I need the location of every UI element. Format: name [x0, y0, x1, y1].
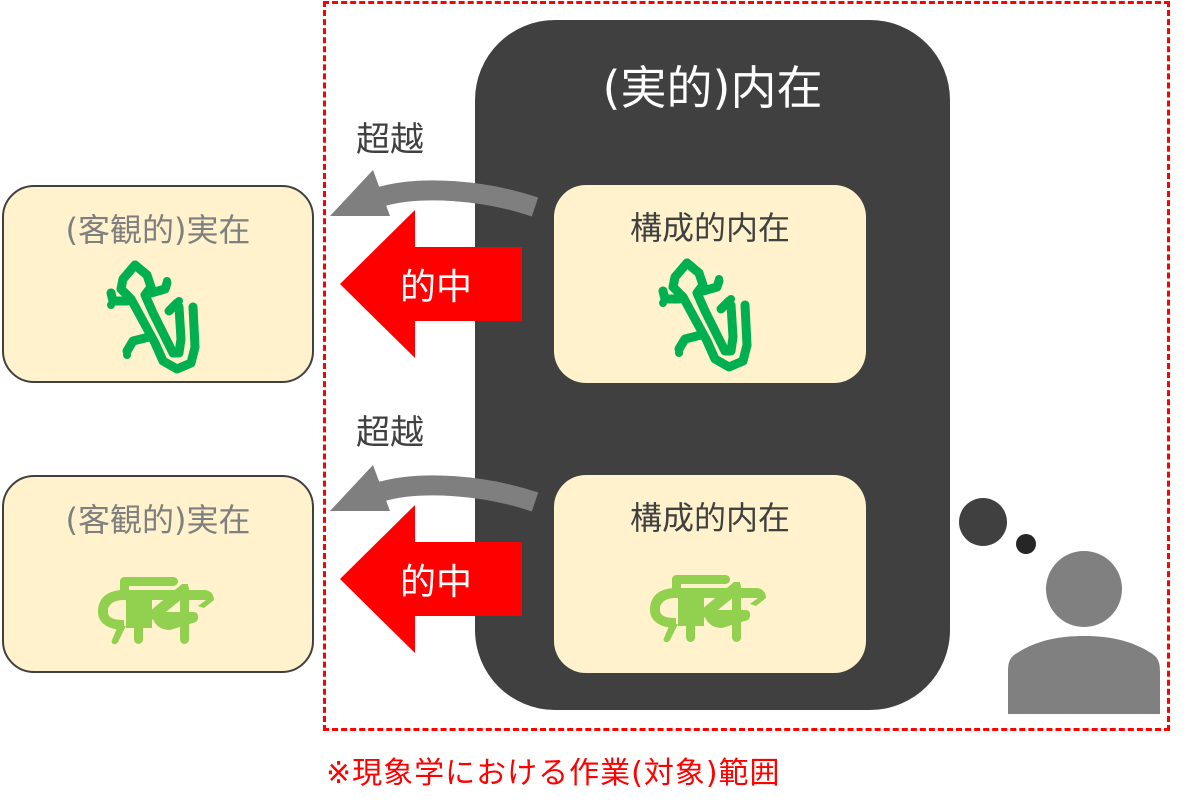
grasshopper-icon [4, 572, 312, 647]
grasshopper-icon [554, 570, 866, 645]
thought-bubble-large [959, 498, 1007, 546]
external-card-title: (客観的)実在 [65, 211, 251, 249]
hit-label: 的中 [400, 562, 473, 603]
transcend-label: 超越 [356, 413, 424, 453]
hit-arrow [340, 505, 522, 653]
lizard-icon [554, 255, 866, 375]
hit-label: 的中 [400, 267, 473, 308]
external-card-title: (客観的)実在 [65, 501, 251, 539]
external-reality-card-lizard: (客観的)実在 [2, 185, 314, 383]
phenomenology-scope-border [323, 1, 1170, 731]
thought-bubble-small [1016, 534, 1036, 554]
immanence-title: (実的)内在 [602, 61, 823, 115]
constitutive-immanence-card-lizard: 構成的内在 [554, 185, 866, 383]
transcend-label: 超越 [356, 120, 424, 160]
internal-card-title: 構成的内在 [629, 209, 790, 247]
transcend-arrow [330, 465, 539, 512]
transcend-arrow [330, 170, 539, 217]
internal-card-title: 構成的内在 [629, 499, 790, 537]
scope-note: ※現象学における作業(対象)範囲 [326, 756, 781, 791]
hit-arrow [340, 210, 522, 358]
constitutive-immanence-card-grasshopper: 構成的内在 [554, 475, 866, 673]
person-thinking-icon [959, 498, 1160, 714]
external-reality-card-grasshopper: (客観的)実在 [2, 475, 314, 673]
lizard-icon [4, 257, 312, 377]
